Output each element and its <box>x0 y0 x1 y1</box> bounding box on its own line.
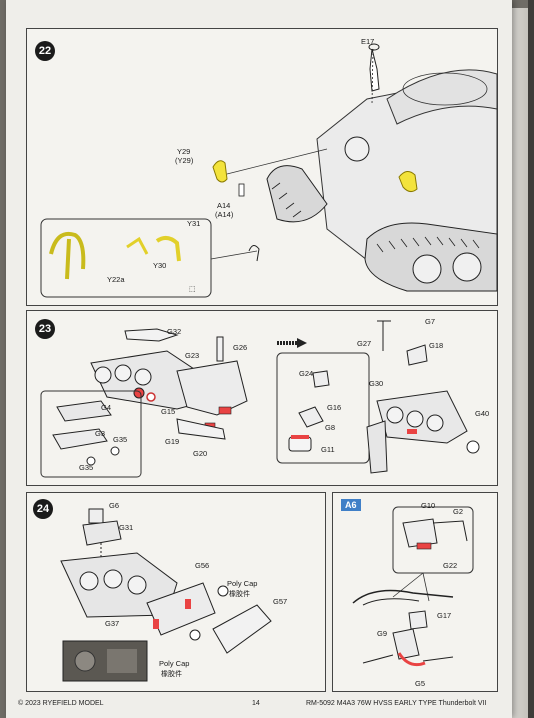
g32-part <box>124 328 179 342</box>
step-22-panel: 22 <box>26 28 498 306</box>
step-24-number: 24 <box>33 499 53 519</box>
label-g10: G10 <box>421 501 436 510</box>
footer-copyright: © 2023 RYEFIELD MODEL <box>18 700 104 707</box>
g15-assembly <box>176 360 248 416</box>
step-22-number: 22 <box>35 41 55 61</box>
label-g3: G3 <box>95 429 106 438</box>
step-22-drawing: ⬚ <box>40 43 498 298</box>
label-g6: G6 <box>109 501 120 510</box>
label-g15: G15 <box>161 407 176 416</box>
step-23-number: 23 <box>35 319 55 339</box>
label-g9: G9 <box>377 629 388 638</box>
road-wheel-1 <box>412 254 442 284</box>
label-g30: G30 <box>369 379 384 388</box>
y29-part-right <box>398 171 418 193</box>
label-g20: G20 <box>193 449 208 458</box>
label-poly-cap-1-cn: 橡胶件 <box>229 591 250 598</box>
a6-drawing <box>352 506 474 667</box>
label-g5: G5 <box>415 679 426 688</box>
g9-part <box>392 628 420 660</box>
step-23-subassembly-box <box>40 390 142 478</box>
y22a-part <box>49 231 86 280</box>
poly-cap-2 <box>189 629 201 641</box>
label-g40: G40 <box>475 409 490 418</box>
label-g24: G24 <box>299 369 314 378</box>
label-g31-24: G31 <box>119 523 134 532</box>
instruction-sheet: 22 <box>6 0 512 718</box>
g57-part <box>212 604 272 654</box>
poly-cap-1 <box>217 585 229 597</box>
a6-panel: A6 G10 G2 G22 G17 G9 G5 <box>332 492 498 692</box>
step-23-panel: 23 <box>26 310 498 486</box>
footer-page-number: 14 <box>252 700 260 707</box>
y30-part <box>126 236 149 255</box>
g10-part <box>402 518 438 548</box>
drive-sprocket <box>344 136 370 162</box>
y31-part <box>155 236 181 262</box>
hook-part <box>248 245 260 262</box>
label-g7: G7 <box>425 317 436 326</box>
label-g17: G17 <box>437 611 452 620</box>
label-y31: Y31 <box>187 219 201 228</box>
label-y29-bracket: (Y29) <box>175 156 194 165</box>
label-g11: G11 <box>321 445 335 454</box>
y29-part <box>212 160 228 183</box>
label-g8: G8 <box>325 423 336 432</box>
label-poly-cap-2: Poly Cap <box>159 659 190 668</box>
label-g23: G23 <box>185 351 200 360</box>
label-g56: G56 <box>195 561 210 570</box>
svg-text:⬚: ⬚ <box>189 286 196 293</box>
label-g26: G26 <box>233 343 248 352</box>
label-g2: G2 <box>453 507 464 516</box>
label-g22: G22 <box>443 561 458 570</box>
label-g57: G57 <box>273 597 288 606</box>
label-g37: G37 <box>105 619 120 628</box>
label-y29: Y29 <box>177 147 191 156</box>
label-g27: G27 <box>357 339 372 348</box>
g31-part <box>82 520 122 546</box>
step-23-detail-box <box>276 352 370 464</box>
label-e17: E17 <box>361 37 375 46</box>
label-a14: A14 <box>217 201 231 210</box>
g6-part <box>88 508 104 524</box>
label-poly-cap-1: Poly Cap <box>227 579 258 588</box>
track-left <box>266 165 328 223</box>
step-24-panel: 24 G6 G31 G56 Poly Cap 橡胶件 G57 G37 Po <box>26 492 326 692</box>
label-g19: G19 <box>165 437 180 446</box>
a6-detail-box <box>392 506 474 574</box>
a6-tag: A6 <box>341 499 361 511</box>
turret-ring <box>386 69 498 125</box>
label-g35-second: G35 <box>79 463 94 472</box>
g26-part <box>216 336 224 362</box>
e17-part <box>369 48 380 92</box>
label-g18: G18 <box>429 341 444 350</box>
a14-part <box>238 183 245 197</box>
label-g32: G32 <box>167 327 182 336</box>
label-g35: G35 <box>113 435 128 444</box>
g17-part <box>408 610 428 630</box>
step-24-drawing <box>60 508 272 682</box>
label-a14-bracket: (A14) <box>215 210 234 219</box>
label-poly-cap-2-cn: 橡胶件 <box>161 671 182 678</box>
footer-product: RM-5092 M4A3 76W HVSS EARLY TYPE Thunder… <box>306 700 487 707</box>
road-wheel-2 <box>452 252 482 282</box>
label-y30: Y30 <box>153 261 167 270</box>
step-23-drawing <box>40 320 480 478</box>
label-g16: G16 <box>327 403 342 412</box>
turret-ring-detail <box>402 72 488 106</box>
step-22-subassembly-box <box>40 218 212 298</box>
background-edge <box>528 0 534 718</box>
label-g4: G4 <box>101 403 112 412</box>
label-y22a: Y22a <box>107 275 125 284</box>
